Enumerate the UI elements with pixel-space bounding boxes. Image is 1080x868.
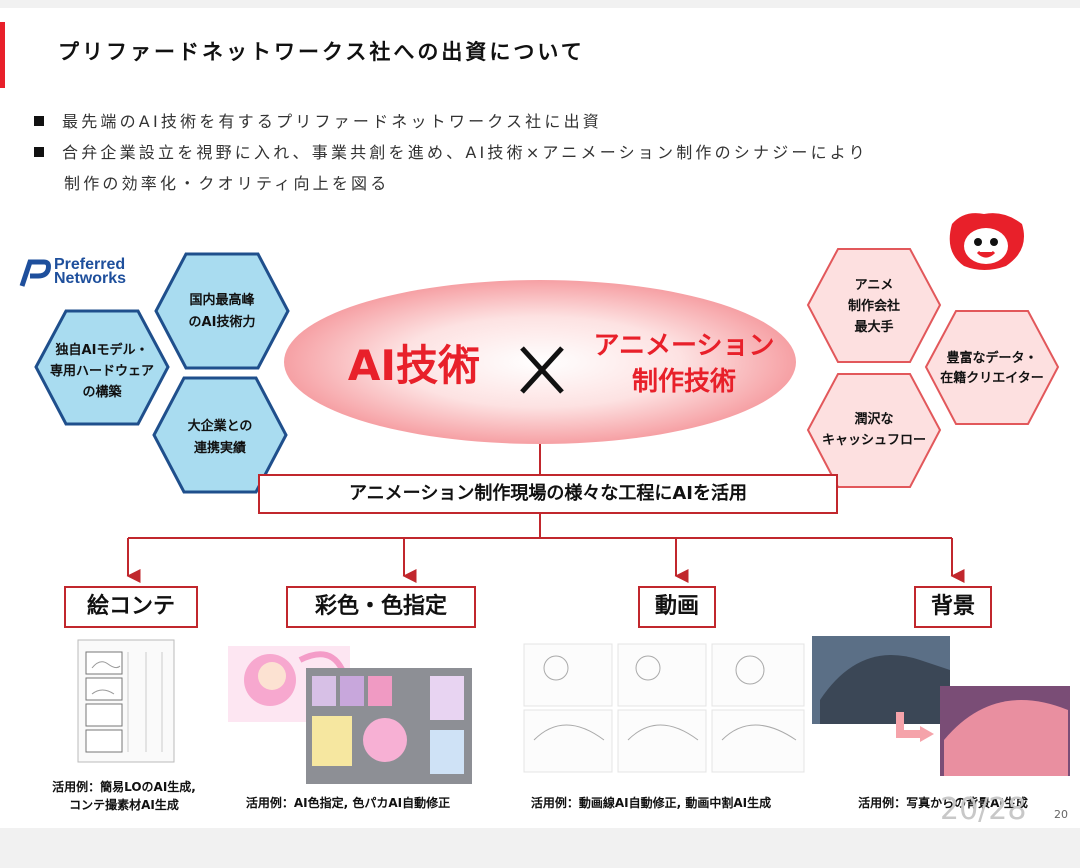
page-counter-overlay: 20/28: [940, 792, 1027, 827]
category-background: 背景: [914, 586, 992, 628]
preferred-networks-logo-icon: [19, 259, 51, 287]
hex-left-2: 独自AIモデル・ 専用ハードウェア の構築: [34, 309, 170, 426]
bullet-continuation: 制作の効率化・クオリティ向上を図る: [64, 174, 390, 193]
mascot-cat-logo-icon: [949, 213, 1024, 270]
center-anime-line1: アニメーション: [594, 331, 775, 361]
cross-icon: [520, 346, 564, 394]
flow-label-box: アニメーション制作現場の様々な工程にAIを活用: [258, 474, 838, 514]
caption-coloring: 活用例：AI色指定, 色パカAI自動修正: [245, 796, 451, 810]
hex-left-3: 大企業との 連携実績: [152, 376, 288, 494]
hex-label: 制作会社: [848, 298, 900, 314]
preferred-networks-logo: Preferred Networks: [54, 256, 127, 287]
hex-label: 国内最高峰: [189, 292, 255, 308]
caption-storyboard: 活用例：簡易LOのAI生成, コンテ撮素材AI生成: [52, 780, 196, 812]
slide-title: プリファードネットワークス社への出資について: [58, 40, 585, 64]
page-number: 20: [1054, 808, 1068, 821]
hex-label: 専用ハードウェア: [50, 363, 154, 379]
hex-label: 連携実績: [194, 440, 246, 456]
hex-label: のAI技術力: [189, 314, 256, 330]
hex-right-1: アニメ 制作会社 最大手: [806, 248, 942, 363]
hex-label: 大企業との: [188, 418, 253, 434]
caption-background: 活用例：写真からの背景AI生成: [858, 796, 1028, 810]
hex-right-3: 潤沢な キャッシュフロー: [806, 373, 942, 488]
center-anime-line2: 制作技術: [632, 367, 736, 397]
hex-label: の構築: [82, 384, 122, 400]
hex-label: 在籍クリエイター: [940, 370, 1043, 386]
center-ai-text: AI技術: [348, 341, 480, 390]
category-animation: 動画: [638, 586, 716, 628]
bullet-square-icon: [34, 116, 44, 126]
storyboard-image: [77, 639, 175, 763]
background-image: [812, 636, 1070, 776]
category-coloring: 彩色・色指定: [286, 586, 476, 628]
coloring-image: [228, 646, 472, 784]
animation-image: [523, 643, 805, 773]
hex-label: キャッシュフロー: [822, 433, 926, 448]
accent-bar: [0, 22, 5, 88]
hex-label: アニメ: [855, 278, 894, 293]
hex-label: 独自AIモデル・: [56, 342, 149, 358]
hex-label: 潤沢な: [854, 411, 893, 427]
caption-animation: 活用例：動画線AI自動修正, 動画中割AI生成: [530, 796, 772, 810]
bullet-item: 合弁企業設立を視野に入れ、事業共創を進め、AI技術×アニメーション制作のシナジー…: [34, 139, 868, 163]
hex-right-2: 豊富なデータ・ 在籍クリエイター: [924, 310, 1060, 425]
hex-left-1: 国内最高峰 のAI技術力: [154, 252, 290, 370]
bullet-square-icon: [34, 147, 44, 157]
hex-label: 最大手: [854, 319, 893, 335]
category-storyboard: 絵コンテ: [64, 586, 198, 628]
center-ellipse: [284, 280, 796, 444]
hex-label: 豊富なデータ・: [946, 350, 1037, 366]
bullet-item: 最先端のAI技術を有するプリファードネットワークス社に出資: [34, 108, 602, 132]
